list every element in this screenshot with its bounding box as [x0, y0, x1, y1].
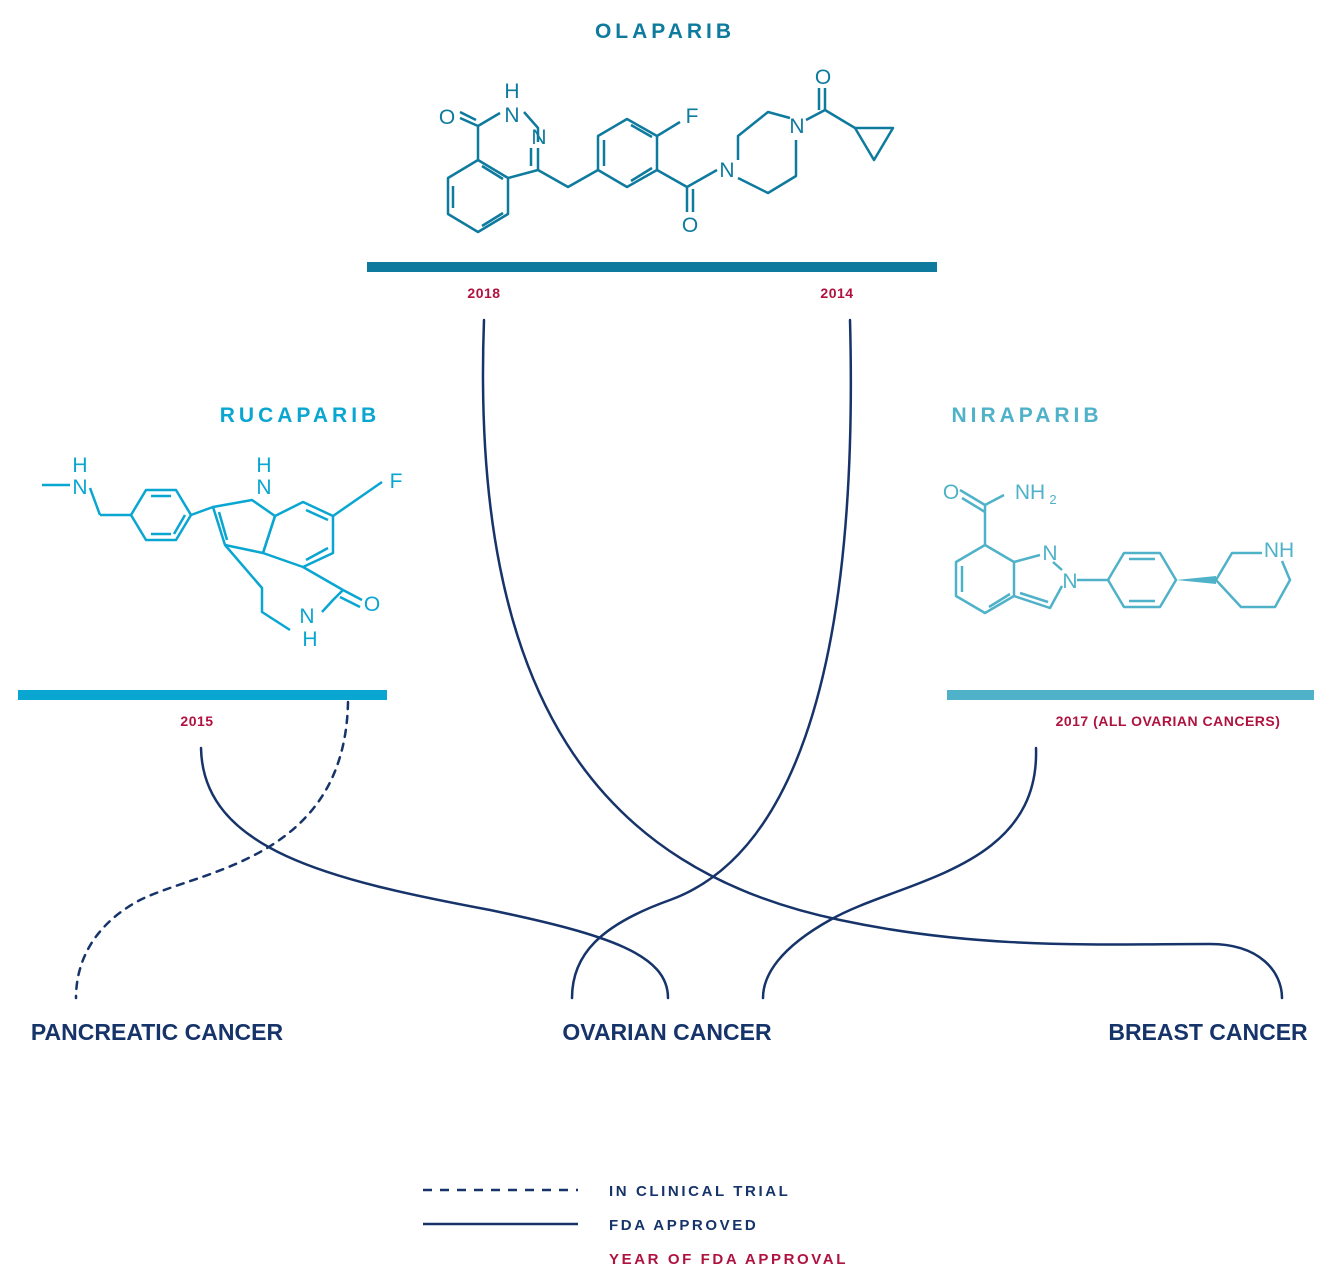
rucaparib-atom: N — [256, 476, 271, 499]
link-olaparib-breast — [481, 318, 1284, 1000]
niraparib-atom: N — [1042, 542, 1057, 565]
olaparib-year-2014: 2014 — [820, 285, 853, 301]
link-niraparib-ovarian — [761, 746, 1038, 1000]
niraparib-atom: N — [1062, 570, 1077, 593]
rucaparib-atom: H — [256, 454, 271, 477]
rucaparib-atom: N — [299, 605, 314, 628]
olaparib-atom: H — [504, 80, 519, 103]
olaparib-bar — [367, 262, 937, 272]
ovarian-cancer-label: OVARIAN CANCER — [562, 1019, 772, 1045]
olaparib-atom: N — [531, 126, 546, 149]
legend: IN CLINICAL TRIAL FDA APPROVED YEAR OF F… — [423, 1183, 848, 1268]
rucaparib-title: RUCAPARIB — [220, 404, 380, 427]
niraparib-atom: O — [943, 481, 959, 504]
niraparib-atom: NH — [1264, 539, 1294, 562]
rucaparib-atom: H — [302, 628, 317, 651]
olaparib-atom: N — [789, 115, 804, 138]
olaparib-atom: N — [719, 159, 734, 182]
niraparib-structure — [954, 488, 1292, 615]
breast-cancer-label: BREAST CANCER — [1108, 1019, 1308, 1045]
wedge-bond — [1176, 576, 1216, 584]
niraparib-atom: NH — [1015, 481, 1045, 504]
niraparib-title: NIRAPARIB — [951, 404, 1102, 427]
niraparib-year-2017: 2017 (ALL OVARIAN CANCERS) — [1056, 713, 1281, 729]
niraparib-atom: 2 — [1049, 492, 1056, 507]
rucaparib-atom: N — [72, 476, 87, 499]
olaparib-atom: O — [682, 214, 698, 237]
olaparib-atom: O — [439, 106, 455, 129]
legend-trial-label: IN CLINICAL TRIAL — [609, 1183, 790, 1200]
rucaparib-atom: O — [364, 593, 380, 616]
link-rucaparib-ovarian — [199, 746, 670, 1000]
olaparib-structure — [446, 88, 895, 234]
niraparib-bar — [947, 690, 1314, 700]
link-olaparib-ovarian — [570, 318, 853, 1000]
olaparib-atom: O — [815, 66, 831, 89]
rucaparib-year-2015: 2015 — [180, 713, 213, 729]
legend-approved-label: FDA APPROVED — [609, 1217, 758, 1234]
olaparib-title: OLAPARIB — [595, 20, 735, 43]
link-rucaparib-pancreatic — [74, 700, 350, 1000]
olaparib-year-2018: 2018 — [467, 285, 500, 301]
pancreatic-cancer-label: PANCREATIC CANCER — [31, 1019, 284, 1045]
rucaparib-bar — [18, 690, 387, 700]
rucaparib-structure — [42, 480, 383, 632]
legend-year-label: YEAR OF FDA APPROVAL — [609, 1251, 848, 1268]
olaparib-atom: F — [686, 105, 699, 128]
rucaparib-atom: H — [72, 454, 87, 477]
rucaparib-atom: F — [390, 470, 403, 493]
olaparib-atom: N — [504, 104, 519, 127]
